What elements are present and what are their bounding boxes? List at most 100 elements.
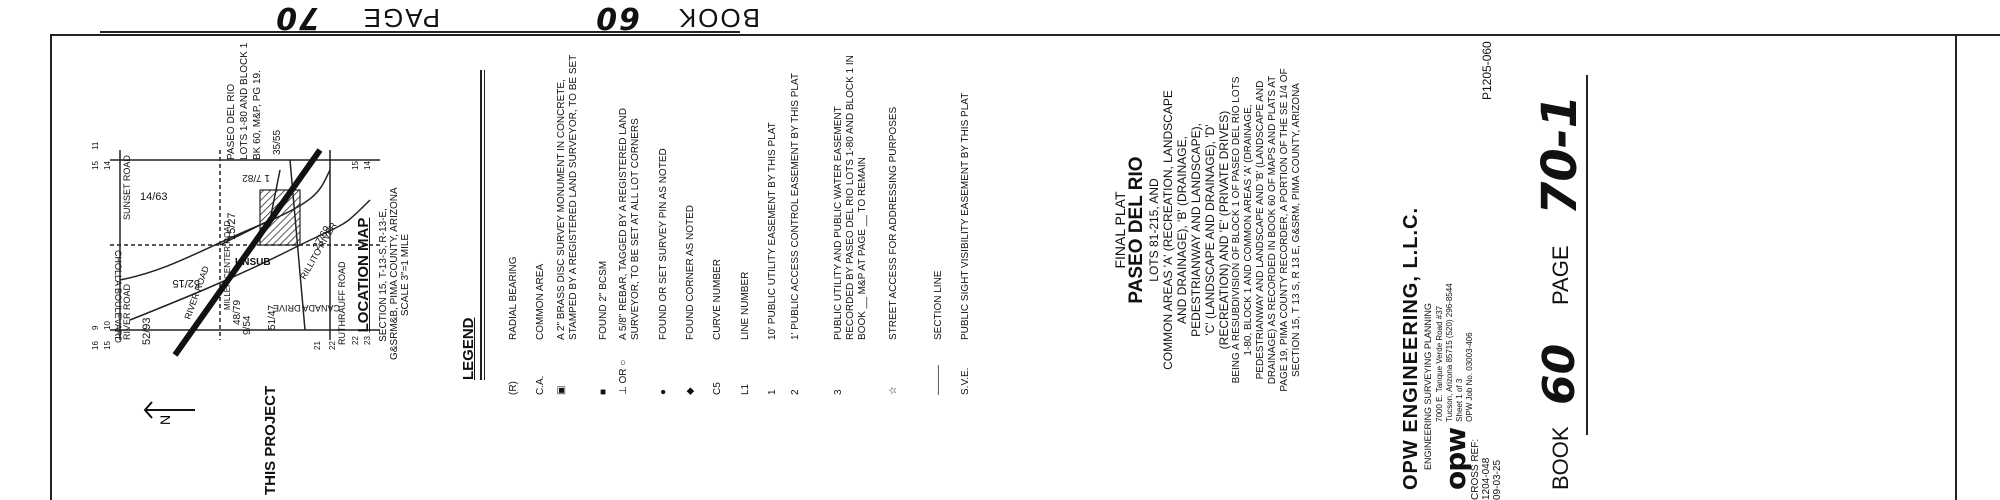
map-section-22-right: 22 [351,336,360,345]
map-section-16: 16 [91,341,100,350]
map-label-ruthrauff-road: RUTHRAUFF ROAD [337,261,347,345]
engineer-address-2: Tucson, Arizona 85715 (520) 296-8544 [1445,283,1454,422]
legend-text: COMMON AREA [535,263,546,340]
legend-symbol: ■ [598,388,609,395]
legend-text: PUBLIC UTILITY AND PUBLIC WATER EASEMENT… [833,55,868,340]
map-section-9: 9 [91,325,100,330]
map-section-21: 21 [313,341,322,350]
plat-number: P1205-060 [1480,41,1494,100]
legend-text: FOUND CORNER AS NOTED [685,204,696,340]
legend-rule [480,70,482,380]
legend-text: FOUND OR SET SURVEY PIN AS NOTED [658,148,669,340]
legend-text: 1' PUBLIC ACCESS CONTROL EASEMENT BY THI… [790,73,801,340]
engineer-services: ENGINEERING SURVEYING PLANNING [1423,303,1433,470]
title-line-6: PEDESTRIANWAY AND LANDSCAPE), [1189,123,1203,337]
legend-text: CURVE NUMBER [712,259,723,340]
map-section-10: 10 [103,321,112,330]
map-parcel-48-79: 48/79 [232,300,243,325]
map-section-15-top: 15 [91,161,100,170]
legend-symbol: ● [658,388,669,395]
location-map-subtitle-1: SECTION 15, T-13-S, R-13-E, [378,208,389,342]
legend-symbol: ◆ [685,387,696,395]
location-map-subtitle-2: G&SRM&B, PIMA COUNTY, ARIZONA [389,187,400,360]
footer-book-number: 60 [1534,343,1585,405]
sheet-border [50,34,2000,500]
location-map-scale: SCALE 3"=1 MILE [400,233,411,317]
callout-line-2: LOTS 1-80 AND BLOCK 1 [239,42,250,160]
header-page-number: 70 [274,0,320,35]
location-map-title: LOCATION MAP [355,217,372,333]
legend-text: A 5/8" REBAR, TAGGED BY A REGISTERED LAN… [618,108,641,340]
map-parcel-51-47: 51/47 [267,305,278,330]
this-project-label: THIS PROJECT [262,385,279,495]
legend-symbol: 2 [790,389,801,395]
legend-text: PUBLIC SIGHT VISIBILITY EASEMENT BY THIS… [960,92,971,340]
map-parcel-14-63: 14/63 [140,191,168,203]
sheet-number: Sheet 1 of 3 [1455,378,1464,422]
title-block: FINAL PLAT PASEO DEL RIO LOTS 81-215, AN… [1112,40,1303,420]
footer-book-label: BOOK [1548,426,1573,490]
title-block-divider [1955,36,1957,500]
map-parcel-15-27: 15/27 [226,212,238,240]
callout-line-3: BK 60, M&P, PG 19. [252,70,263,160]
map-parcel-35-55: 35/55 [272,130,283,155]
project-arrow [172,148,323,357]
engineer-name: OPW ENGINEERING, L.L.C. [1400,206,1422,490]
desc-line-5: PAGE 19, PIMA COUNTY RECORDER, A PORTION… [1279,68,1290,392]
map-label-cholla-blvd: CHOLLA BOULEVARD [113,250,123,343]
title-line-4: COMMON AREAS 'A' (RECREATION, LANDSCAPE [1161,90,1175,370]
map-section-15-bottom: 15 [103,341,112,350]
location-map-callout: PASEO DEL RIO LOTS 1-80 AND BLOCK 1 BK 6… [225,43,264,160]
legend-symbol: ▣ [556,385,567,395]
opw-logo-icon: opw [1438,427,1472,490]
legend-text: FOUND 2" BCSM [598,260,609,340]
footer-page-label: PAGE [1548,245,1573,305]
legend-text: A 2" BRASS DISC SURVEY MONUMENT IN CONCR… [556,54,579,340]
map-label-river-road-west: RIVER ROAD [122,283,132,340]
map-label-miller-center: MILLER CENTER ROAD [223,220,232,310]
map-section-22: 22 [328,341,337,350]
legend-text: STREET ACCESS FOR ADDRESSING PURPOSES [888,106,899,340]
map-parcel-9-54: 9/54 [242,315,253,335]
legend-symbol: ——— [933,365,944,395]
job-number: OPW Job No. 03003-406 [1465,332,1474,422]
legend-text: RADIAL BEARING [508,256,519,340]
engineer-address-1: 7000 E. Tanque Verde Road #37 [1435,305,1444,422]
title-final-plat: FINAL PLAT [1112,191,1128,269]
svg-text:N: N [157,415,173,425]
title-line-5: AND DRAINAGE), 'B' (DRAINAGE, [1175,136,1189,324]
legend-symbol: ☆ [888,386,899,395]
legend-text: SECTION LINE [933,270,944,340]
title-line-8: (RECREATION) AND 'E' (PRIVATE DRIVES) [1217,110,1231,350]
cross-ref-label: CROSS REF: [1470,438,1481,500]
legend-symbol: S.V.E. [960,367,971,395]
map-section-14-right: 14 [363,161,372,170]
footer-page-number: 70-1 [1532,94,1588,215]
legend-rule-2 [484,70,485,380]
desc-line-6: SECTION 15, T 13 S, R 13 E, G&SRM, PIMA … [1291,83,1302,377]
title-subdivision-name: PASEO DEL RIO [1126,156,1147,304]
map-section-14-top: 14 [103,161,112,170]
desc-line-3: PEDESTRIANWAY AND LANDSCAPE AND 'B' (LAN… [1255,80,1266,380]
map-parcel-52-15: 52/15 [172,277,200,289]
callout-line-1: PASEO DEL RIO [226,83,237,160]
desc-line-4: DRAINAGE) AS RECORDED IN BOOK 60 OF MAPS… [1267,75,1278,385]
legend-symbol: 3 [833,389,844,395]
map-parcel-unsub: UNSUB [235,257,271,268]
location-map-title-block: LOCATION MAP SECTION 15, T-13-S, R-13-E,… [355,187,411,360]
location-map-drawing: SUNSET ROAD CANADA DRIVE RIVER ROAD CHOL… [91,130,380,357]
desc-line-1: BEING A RESUBDIVISION OF BLOCK 1 OF PASE… [1231,76,1242,384]
legend-text: LINE NUMBER [740,271,751,340]
map-label-canada-drive: CANADA DRIVE [273,303,340,313]
legend-symbol: C5 [712,382,723,395]
map-section-15-right: 15 [351,161,360,170]
map-label-sunset-road: SUNSET ROAD [122,155,132,220]
header-underline [100,31,740,33]
project-parcel [259,189,301,246]
desc-line-2: 1-80, BLOCK 1 AND COMMON AREAS 'A' (DRAI… [1243,104,1254,356]
legend-symbol: L1 [740,383,751,395]
map-section-11: 11 [91,141,100,150]
footer-stamp: BOOK 60 PAGE 70-1 [1532,30,1598,490]
legend-text: 10' PUBLIC UTILITY EASEMENT BY THIS PLAT [767,122,778,340]
